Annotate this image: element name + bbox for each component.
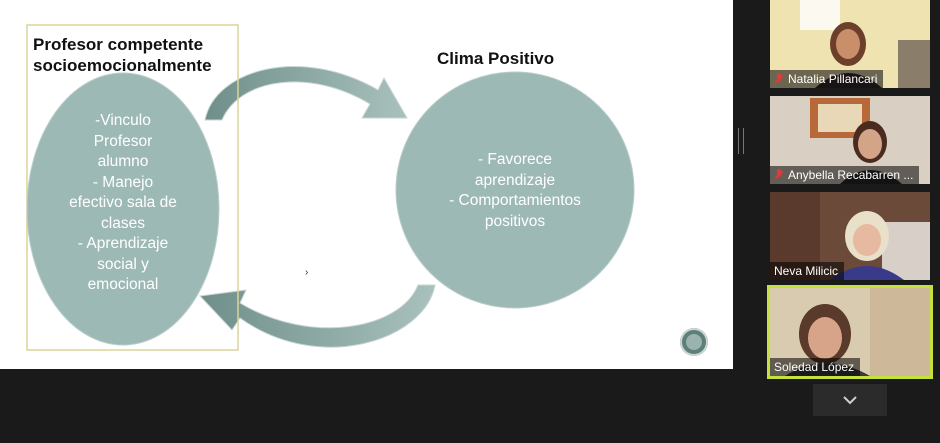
participant-name: Soledad López (774, 360, 855, 374)
video-tile-natalia[interactable]: Natalia Pillancari (770, 0, 930, 88)
bottom-curved-arrow (198, 284, 436, 348)
participant-name-label: Neva Milicic (770, 262, 845, 280)
participant-name-label: Soledad López (770, 358, 861, 376)
box-title: Profesor competente socioemocionalmente (33, 35, 212, 75)
video-feed (770, 192, 930, 280)
split-view-drag-handle[interactable] (738, 128, 744, 154)
mouse-cursor-icon: › (305, 267, 309, 278)
participant-name-label: Natalia Pillancari (770, 70, 884, 88)
left-line: social y (97, 255, 149, 273)
chevron-down-icon (843, 396, 857, 405)
scroll-participants-down-button[interactable] (813, 384, 887, 416)
right-line: - Comportamientos (449, 192, 581, 209)
left-line: -Vinculo (95, 112, 151, 129)
muted-mic-icon (774, 73, 784, 85)
left-line: Profesor (93, 132, 153, 150)
participant-name: Natalia Pillancari (788, 72, 878, 86)
left-ellipse-text: -Vinculo Profesor alumno - Manejo efecti… (46, 111, 200, 296)
left-line: clases (101, 214, 145, 232)
slide-diagram (26, 24, 635, 351)
video-tile-neva[interactable]: Neva Milicic (770, 192, 930, 280)
left-text-box (26, 24, 239, 351)
right-ellipse (395, 71, 635, 309)
left-line: emocional (87, 276, 159, 293)
left-line: - Aprendizaje (77, 235, 169, 252)
circle-title: Clima Positivo (437, 49, 555, 68)
left-line: alumno (97, 153, 149, 170)
participant-name: Anybella Recabarren ... (788, 168, 914, 182)
right-line: positivos (484, 212, 546, 230)
video-tile-anybella[interactable]: Anybella Recabarren ... (770, 96, 930, 184)
right-ellipse-text: - Favorece aprendizaje - Comportamientos… (418, 150, 612, 232)
video-tile-soledad[interactable]: Soledad López (767, 285, 933, 379)
right-line: aprendizaje (474, 171, 556, 189)
participant-name-label: Anybella Recabarren ... (770, 166, 920, 184)
shared-slide: Profesor competente socioemocionalmente … (0, 0, 733, 369)
muted-mic-icon (774, 169, 784, 181)
left-ellipse (26, 72, 220, 346)
right-line: - Favorece (477, 151, 553, 168)
participant-name: Neva Milicic (774, 264, 839, 278)
left-line: - Manejo (92, 173, 154, 191)
left-line: efectivo sala de (69, 194, 177, 211)
slide-nav-button[interactable] (680, 328, 708, 356)
